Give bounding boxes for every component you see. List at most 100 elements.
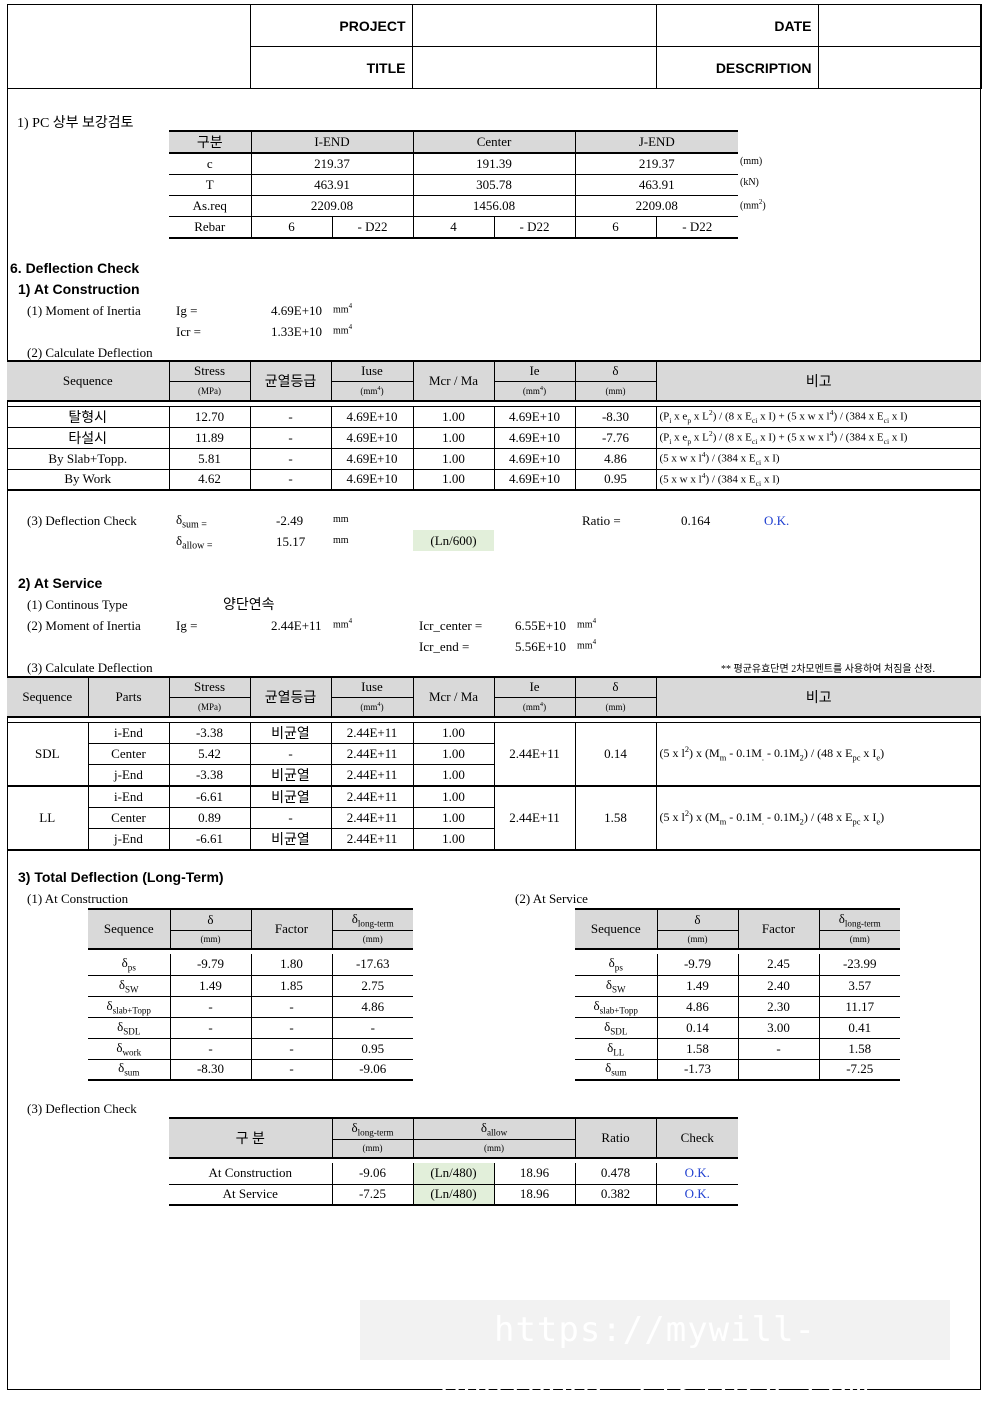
- sequence-symbol: δSW: [575, 975, 658, 996]
- group-sdl: SDL: [7, 722, 89, 787]
- cell-delta: 0.14: [657, 1017, 739, 1038]
- cell-factor: 2.30: [738, 996, 820, 1017]
- cell-lt: 0.41: [848, 1019, 872, 1035]
- dsum-value: -2.49: [276, 513, 304, 528]
- sequence-symbol: δSDL: [88, 1017, 171, 1038]
- cell-lt: 0.95: [361, 1040, 385, 1056]
- check-row-status: O.K.: [684, 1165, 710, 1181]
- cell-delta: -9.79: [657, 954, 739, 975]
- check-row-label: At Service: [169, 1184, 333, 1205]
- icr-value: 1.33E+10: [271, 324, 323, 339]
- sequence-symbol: δLL: [575, 1038, 658, 1059]
- total-construction-label: (1) At Construction: [27, 891, 129, 906]
- ratio-label: Ratio =: [582, 513, 621, 528]
- table-row: 타설시 11.89 - 4.69E+10 1.00 4.69E+10 -7.76…: [7, 427, 981, 448]
- service-title: 2) At Service: [18, 575, 103, 591]
- deflection-check-label: (3) Deflection Check: [27, 513, 137, 528]
- service-note: ** 평균유효단면 2차모멘트를 사용하여 처짐을 산정.: [721, 664, 935, 675]
- icr-end-label: Icr_end =: [419, 639, 470, 654]
- title-value: [411, 46, 657, 89]
- col-sequence: Sequence: [7, 677, 89, 717]
- formula-full: (Pi x ep x L2) / (8 x Eci x I) + (5 x w …: [659, 408, 908, 425]
- check-row-ratio: 0.382: [575, 1184, 657, 1205]
- col-iuse: Iuse: [331, 361, 414, 381]
- dsum-label: δsum =: [176, 512, 207, 531]
- sequence-symbol: δslab+Topp: [575, 996, 658, 1017]
- table-row: By Work 4.62 - 4.69E+10 1.00 4.69E+10 0.…: [7, 469, 981, 490]
- service-moi-label: (2) Moment of Inertia: [27, 618, 141, 633]
- cell-factor: -: [251, 1017, 333, 1038]
- longterm-construction-table: Sequence δ Factor δlong-term (mm) (mm) δ…: [88, 908, 413, 1081]
- col-stress: Stress: [169, 361, 251, 381]
- watermark: https://mywill-engineer.tistory.com: [360, 1300, 950, 1410]
- table-row: Center 5.42 - 2.44E+11 1.00: [7, 743, 981, 765]
- dallow-unit: mm: [333, 535, 349, 546]
- project-label: PROJECT: [249, 4, 413, 47]
- table-row: T 463.91 305.78 463.91: [169, 174, 739, 195]
- formula-service: (5 x l2) x (Mm - 0.1M. - 0.1M2) / (48 x …: [656, 722, 981, 787]
- table-row: LL i-End -6.61 비균열 2.44E+11 1.00 2.44E+1…: [7, 785, 981, 851]
- cell-factor: -: [251, 1059, 333, 1080]
- cell-factor: 1.80: [251, 954, 333, 975]
- table-row: δslab+Topp--4.86: [88, 996, 413, 1017]
- cell-lt: 2.75: [361, 977, 385, 993]
- icr-unit: mm4: [333, 323, 353, 337]
- icr-end-unit: mm4: [577, 638, 597, 652]
- service-deflection-table: Sequence Parts Stress 균열등급 Iuse Mcr / Ma…: [7, 676, 981, 851]
- type-label: (1) Continous Type: [27, 597, 128, 612]
- table-row: 탈형시 12.70 - 4.69E+10 1.00 4.69E+10 -8.30…: [7, 406, 981, 427]
- cell-lt: -7.25: [846, 1061, 874, 1077]
- total-title: 3) Total Deflection (Long-Term): [18, 869, 224, 885]
- calc-deflection-label: (2) Calculate Deflection: [27, 345, 153, 360]
- col-iend: I-END: [251, 131, 414, 153]
- col-ie: Ie: [494, 361, 576, 381]
- sequence-symbol: δslab+Topp: [88, 996, 171, 1017]
- cell-lt: 11.17: [845, 998, 875, 1014]
- check-row-status: O.K.: [684, 1186, 710, 1202]
- cell-delta: -1.73: [657, 1059, 739, 1080]
- title-block: PROJECT DATE TITLE DESCRIPTION: [7, 4, 982, 89]
- cell-delta: 1.49: [657, 975, 739, 996]
- table-row: c 219.37 191.39 219.37: [169, 153, 739, 174]
- cell-factor: -: [738, 1038, 820, 1059]
- cell-delta: -: [170, 996, 252, 1017]
- unit-kn: (kN): [740, 177, 759, 188]
- cell-delta: 1.49: [170, 975, 252, 996]
- ratio-value: 0.164: [681, 513, 711, 528]
- cell-delta: 4.86: [657, 996, 739, 1017]
- construction-title: 1) At Construction: [18, 281, 140, 297]
- table-row: As.req 2209.08 1456.08 2209.08: [169, 195, 739, 216]
- table-row: δsum-8.30--9.06: [88, 1059, 413, 1080]
- sequence-symbol: δsum: [88, 1059, 171, 1080]
- col-center: Center: [413, 131, 576, 153]
- section-1-title: 1) PC 상부 보강검토: [17, 116, 134, 131]
- cell-lt: -17.63: [355, 956, 390, 972]
- cell-factor: 3.00: [738, 1017, 820, 1038]
- total-service-label: (2) At Service: [515, 891, 588, 906]
- col-mcr: Mcr / Ma: [413, 361, 495, 402]
- table-row: SDL i-End -3.38 비균열 2.44E+11 1.00 2.44E+…: [7, 722, 981, 787]
- construction-deflection-table: Sequence Stress 균열등급 Iuse Mcr / Ma Ie δ …: [7, 360, 981, 491]
- check-row-allow: 18.96: [494, 1184, 576, 1205]
- reinforcement-table: 구분 I-END Center J-END c 219.37 191.39 21…: [169, 130, 739, 239]
- dallow-value: 15.17: [276, 534, 306, 549]
- service-ig-value: 2.44E+11: [271, 618, 322, 633]
- title-label: TITLE: [249, 46, 413, 89]
- col-grade: 균열등급: [250, 361, 332, 402]
- section-6-title: 6. Deflection Check: [10, 260, 140, 276]
- cell-lt: -23.99: [842, 956, 877, 972]
- check-row-lt: -7.25: [332, 1184, 414, 1205]
- cell-delta: -: [170, 1017, 252, 1038]
- sequence-symbol: δsum: [575, 1059, 658, 1080]
- cell-delta: -9.79: [170, 954, 252, 975]
- description-value: [817, 46, 982, 89]
- cell-factor: 2.45: [738, 954, 820, 975]
- formula-short: (5 x w x l4) / (384 x Eci x I): [659, 450, 780, 467]
- unit-mm2: (mm2): [740, 198, 766, 212]
